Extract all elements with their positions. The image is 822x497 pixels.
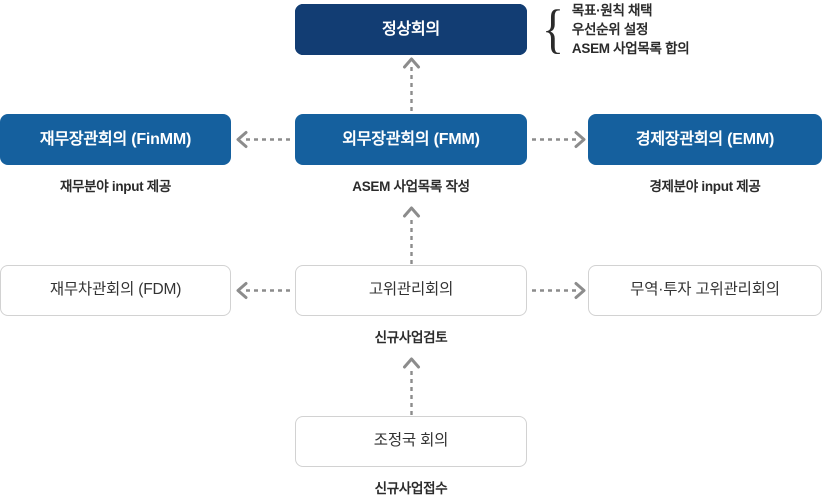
caption-fmm: ASEM 사업목록 작성 bbox=[352, 179, 470, 194]
arrow-coordinators-to-som bbox=[403, 356, 420, 416]
summit-annotation: { 목표·원칙 채택 우선순위 설정 ASEM 사업목록 합의 bbox=[540, 0, 690, 59]
box-fdm[interactable]: 재무차관회의 (FDM) bbox=[0, 265, 231, 316]
curly-brace-icon: { bbox=[541, 0, 564, 59]
caption-finmm: 재무분야 input 제공 bbox=[59, 179, 172, 194]
arrow-fmm-to-emm bbox=[531, 131, 587, 148]
caption-emm: 경제분야 input 제공 bbox=[649, 179, 761, 194]
box-fmm[interactable]: 외무장관회의 (FMM) bbox=[295, 114, 527, 165]
annotation-line-3: ASEM 사업목록 합의 bbox=[571, 40, 690, 56]
arrow-fmm-to-summit bbox=[403, 56, 420, 112]
caption-som: 신규사업검토 bbox=[374, 330, 448, 345]
annotation-line-2: 우선순위 설정 bbox=[571, 21, 649, 37]
box-coordinators[interactable]: 조정국 회의 bbox=[295, 416, 527, 467]
annotation-line-1: 목표·원칙 채택 bbox=[571, 2, 653, 18]
arrow-som-to-fdm bbox=[235, 282, 291, 299]
box-som-trade-investment[interactable]: 무역·투자 고위관리회의 bbox=[588, 265, 822, 316]
arrow-som-to-som-trade-investment bbox=[531, 282, 587, 299]
box-finmm[interactable]: 재무장관회의 (FinMM) bbox=[0, 114, 231, 165]
box-summit-label-holder[interactable]: 정상회의 bbox=[295, 4, 527, 55]
arrow-fmm-to-finmm bbox=[235, 131, 291, 148]
box-emm[interactable]: 경제장관회의 (EMM) bbox=[588, 114, 822, 165]
caption-coordinators: 신규사업접수 bbox=[374, 481, 448, 496]
summit-annotation-lines: 목표·원칙 채택 우선순위 설정 ASEM 사업목록 합의 bbox=[571, 2, 690, 57]
arrow-som-to-fmm bbox=[403, 205, 420, 265]
box-som[interactable]: 고위관리회의 bbox=[295, 265, 527, 316]
